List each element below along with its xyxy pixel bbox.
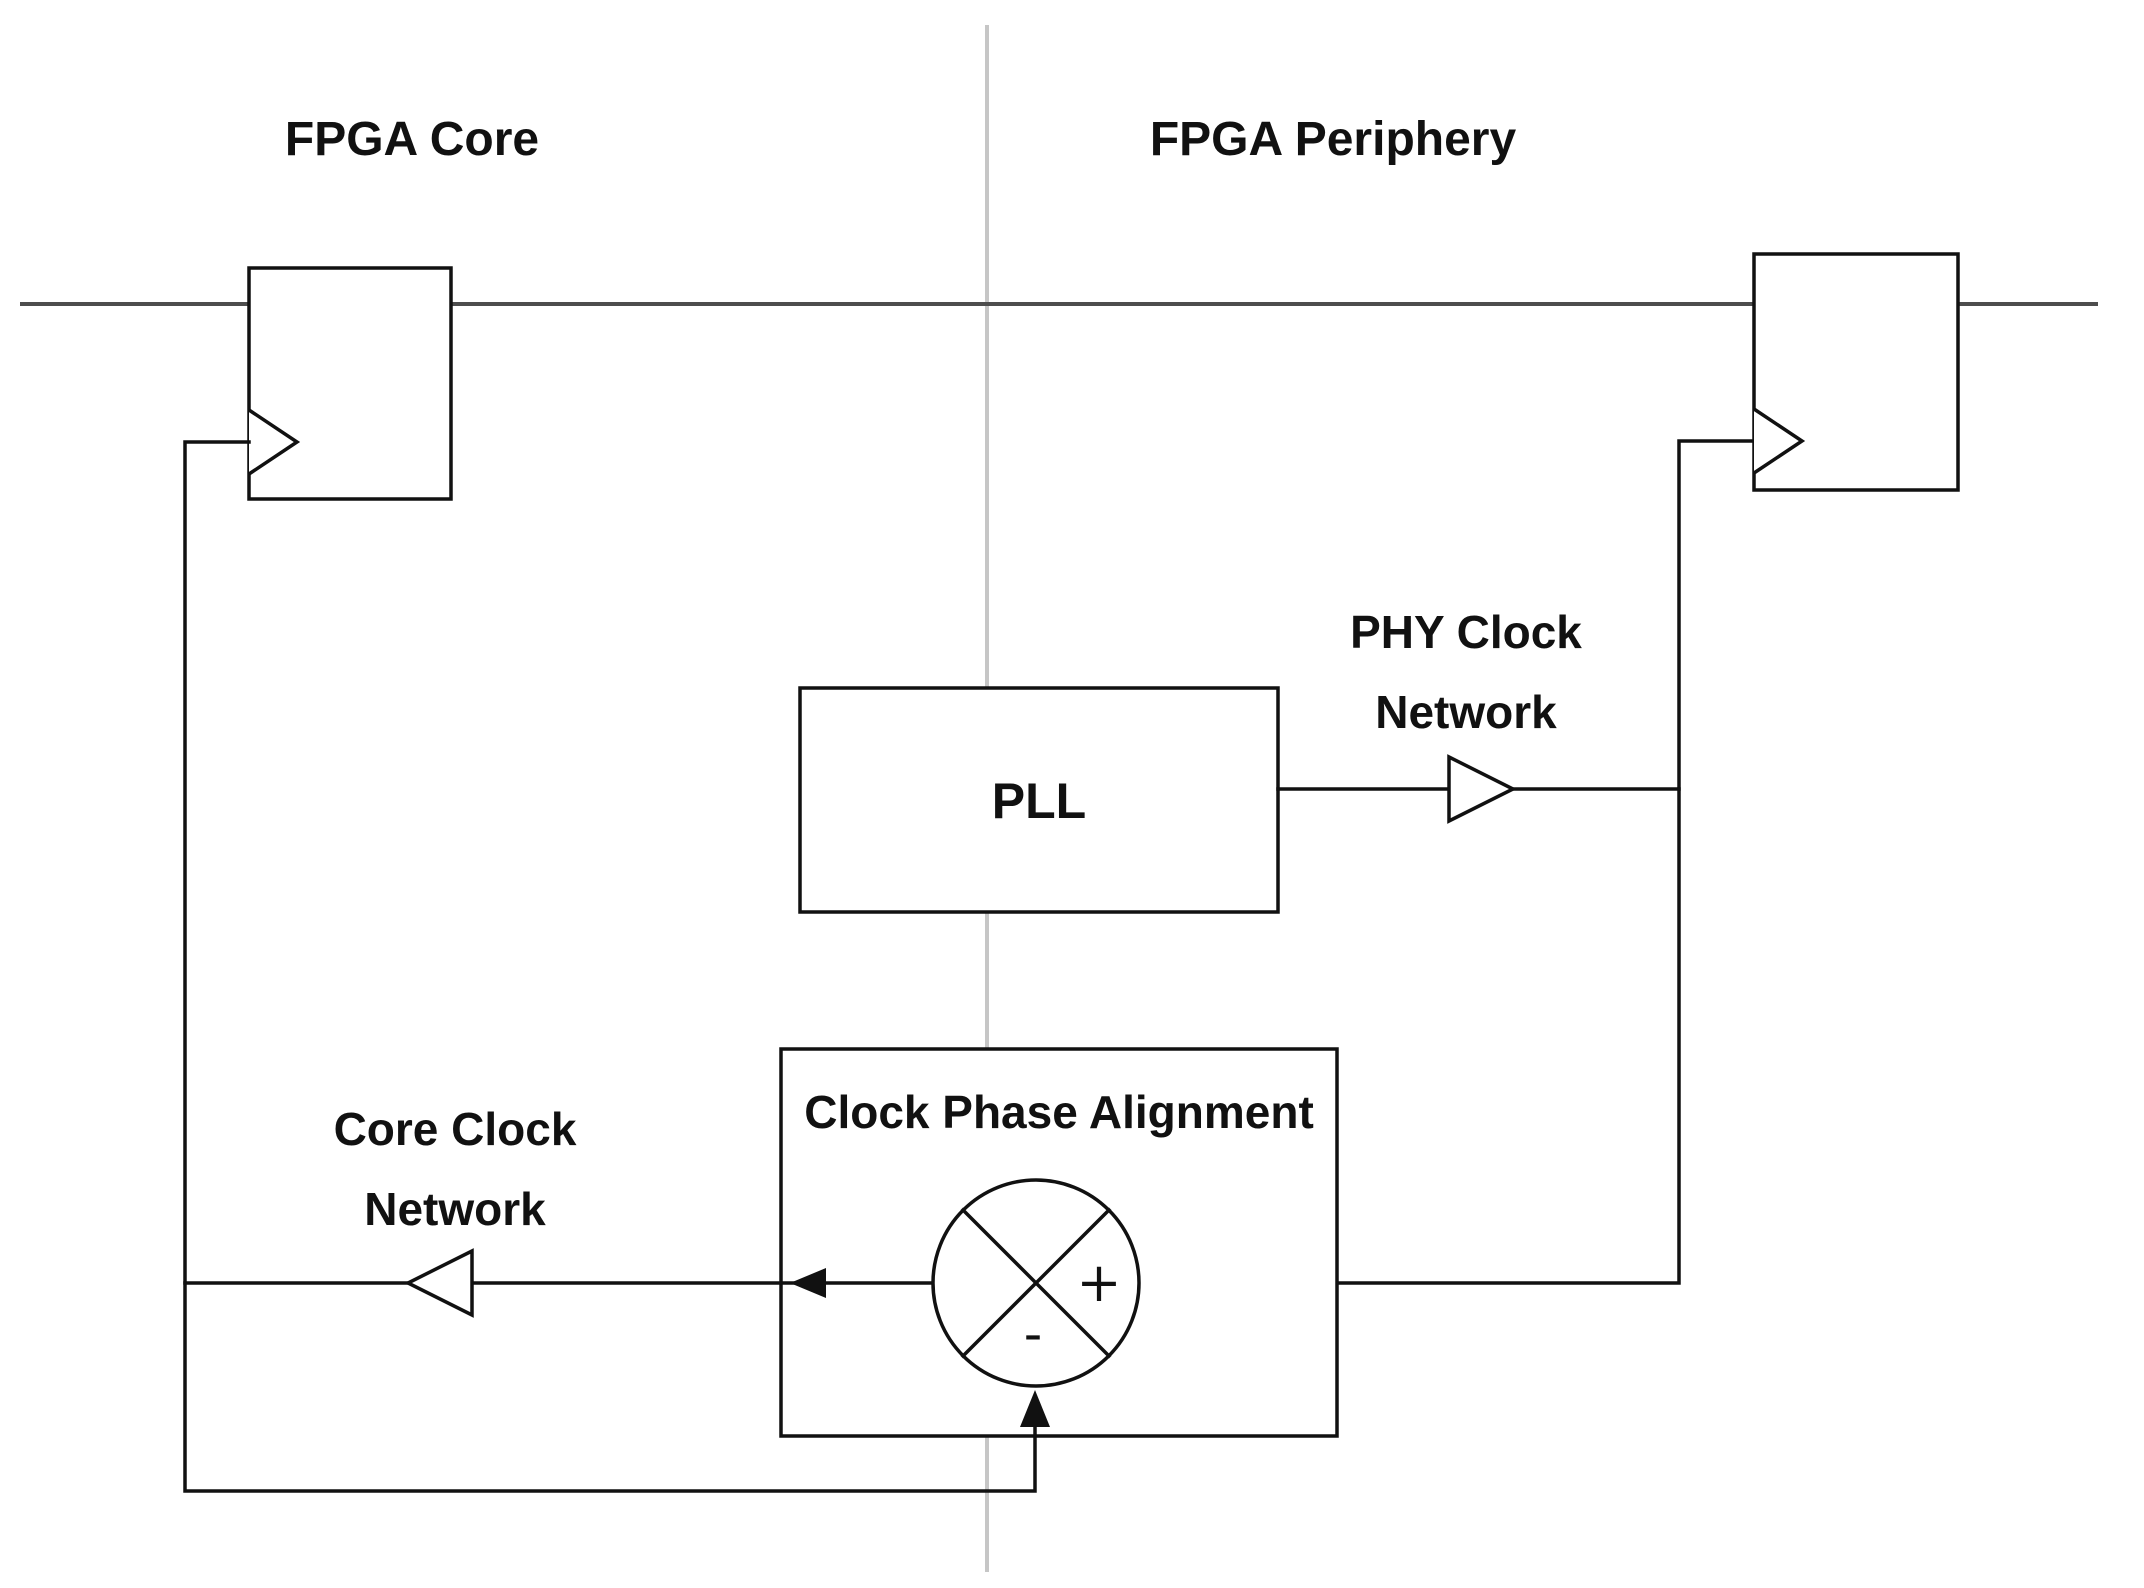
- core-clock-network-label: Core Clock Network: [334, 1103, 577, 1235]
- phy-clock-network-line1: PHY Clock: [1350, 606, 1582, 658]
- periphery-register-clock-edge-icon: [1753, 407, 1806, 475]
- phy-clock-network-line2: Network: [1375, 686, 1557, 738]
- fpga-core-title: FPGA Core: [285, 113, 539, 166]
- phy-clock-buffer-icon: [1447, 754, 1517, 824]
- pll-label: PLL: [992, 773, 1086, 829]
- plus-sign: +: [1076, 1251, 1121, 1314]
- core-clock-buffer-icon: [404, 1248, 474, 1318]
- core-register: [247, 266, 453, 501]
- fpga-periphery-title: FPGA Periphery: [1150, 113, 1517, 166]
- core-clock-network-line1: Core Clock: [334, 1103, 577, 1155]
- clock-phase-alignment-label: Clock Phase Alignment: [804, 1086, 1314, 1138]
- phy-clock-network-label: PHY Clock Network: [1350, 606, 1582, 738]
- core-clock-network-wires: [183, 440, 1050, 1493]
- phy-clock-to-periphery-register-wire: [1511, 439, 1754, 791]
- core-register-box: [247, 266, 453, 501]
- pll-block: PLL: [798, 686, 1280, 914]
- core-clock-network-line2: Network: [364, 1183, 546, 1235]
- output-arrowhead: [790, 1268, 826, 1298]
- core-clock-rail-and-feedback-wire: [183, 440, 1037, 1493]
- phase-detector: + -: [931, 1178, 1141, 1388]
- core-register-clock-edge-icon: [248, 408, 301, 476]
- minus-sign: -: [1024, 1302, 1042, 1365]
- periphery-register: [1752, 252, 1960, 492]
- minus-input-arrowhead: [1020, 1390, 1050, 1427]
- phase-detector-diagonal-2: [960, 1207, 1112, 1359]
- pll-box: [798, 686, 1280, 914]
